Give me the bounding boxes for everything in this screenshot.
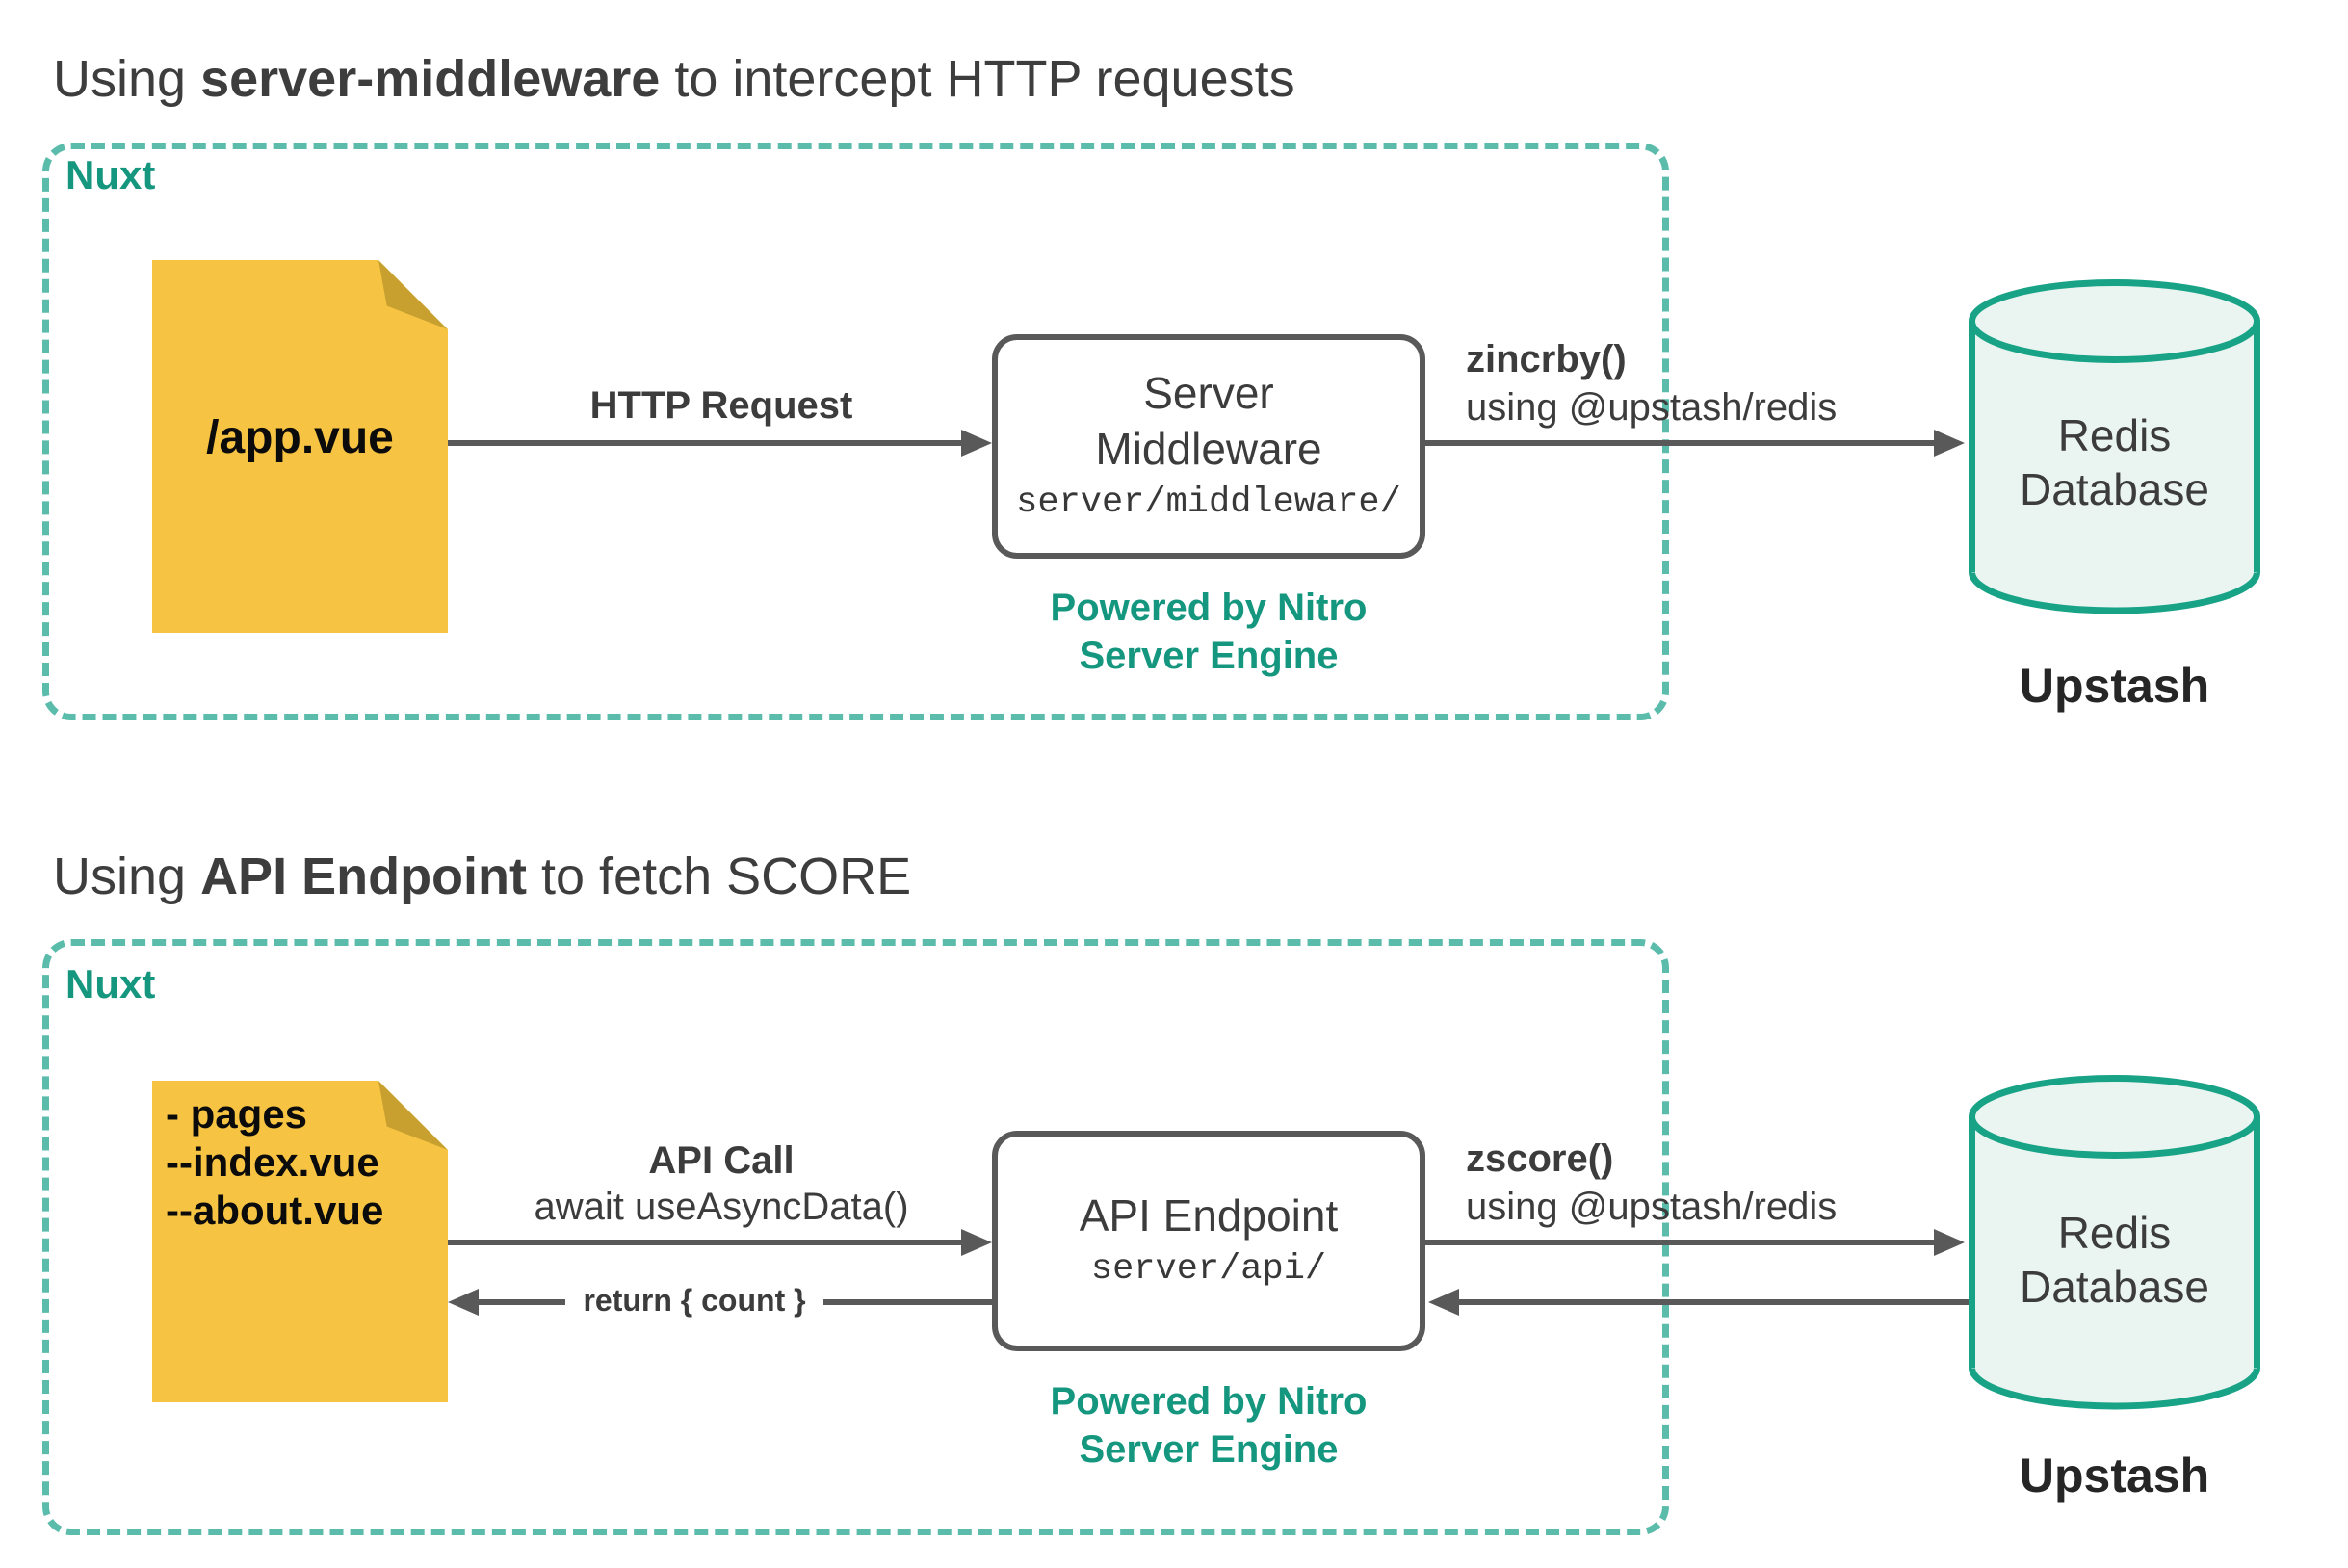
upstash-caption: Upstash [2019,659,2210,713]
db-label-line: Redis [2057,1208,2172,1258]
nuxt-frame [42,939,1669,1535]
title-bold-text: server-middleware [200,50,661,108]
node-path-label: server/middleware/ [1016,482,1401,523]
nuxt-frame [42,143,1669,720]
upstash-redis-sublabel: using @upstash/redis [1466,1186,1838,1228]
node-path-label: server/api/ [1090,1248,1327,1290]
node-title-line: API Endpoint [1079,1189,1339,1241]
return-arrowhead-icon [448,1289,479,1316]
zscore-arrowhead-icon [1934,1229,1965,1256]
powered-line: Server Engine [1079,635,1339,677]
http-request-label: HTTP Request [589,384,853,427]
section2-title: Using API Endpoint to fetch SCORE [53,846,911,907]
powered-by-nitro-label: Powered by Nitro Server Engine [992,1377,1425,1474]
upstash-caption: Upstash [2019,1449,2210,1503]
zincrby-label: zincrby() [1466,338,1627,380]
upstash-redis-sublabel: using @upstash/redis [1466,386,1838,429]
pages-file-icon: - pages --index.vue --about.vue [152,1081,448,1402]
redis-database-label: Redis Database [1969,408,2260,516]
return-count-label: return { count } [565,1281,823,1320]
title-bold-text: API Endpoint [200,848,528,905]
node-title-line: Server [1143,367,1274,418]
db-label-line: Redis [2057,410,2172,460]
db-label-line: Database [2020,464,2209,514]
title-text: Using [53,848,201,905]
file-tree-line: --index.vue [166,1139,379,1185]
section1-title: Using server-middleware to intercept HTT… [53,48,1295,110]
redis-database-cylinder-icon [1969,279,2260,614]
powered-line: Powered by Nitro [1050,587,1368,629]
node-title-line: Middleware [1095,423,1322,474]
server-middleware-node: Server Middleware server/middleware/ [992,334,1425,559]
title-text: to intercept HTTP requests [660,50,1295,108]
file-tree-line: --about.vue [166,1188,384,1233]
db-label-line: Database [2020,1262,2209,1312]
title-text: to fetch SCORE [527,848,912,905]
app-vue-file-icon: /app.vue [152,260,448,633]
api-call-label: API Call [648,1139,795,1182]
http-request-arrow-line [448,440,961,446]
powered-line: Powered by Nitro [1050,1380,1368,1423]
title-text: Using [53,50,201,108]
zscore-label: zscore() [1466,1137,1614,1180]
nuxt-frame-label: Nuxt [65,152,156,197]
use-async-data-sublabel: await useAsyncData() [534,1186,909,1228]
file-label: /app.vue [206,412,394,463]
powered-by-nitro-label: Powered by Nitro Server Engine [992,584,1425,680]
file-tree-label: - pages --index.vue --about.vue [166,1090,383,1235]
zincrby-arrow-line [1425,440,1934,446]
http-request-arrowhead-icon [961,430,992,457]
redis-database-label: Redis Database [1969,1206,2260,1314]
zincrby-arrowhead-icon [1934,430,1965,457]
db-return-arrowhead-icon [1428,1289,1459,1316]
api-endpoint-node: API Endpoint server/api/ [992,1131,1425,1351]
db-return-arrow-line [1459,1299,1969,1305]
redis-database-cylinder-icon [1969,1075,2260,1410]
file-tree-line: - pages [166,1091,308,1137]
api-call-arrow-line [448,1240,961,1245]
zscore-arrow-line [1425,1240,1934,1245]
nuxt-frame-label: Nuxt [65,961,156,1006]
api-call-arrowhead-icon [961,1229,992,1256]
powered-line: Server Engine [1079,1428,1339,1471]
